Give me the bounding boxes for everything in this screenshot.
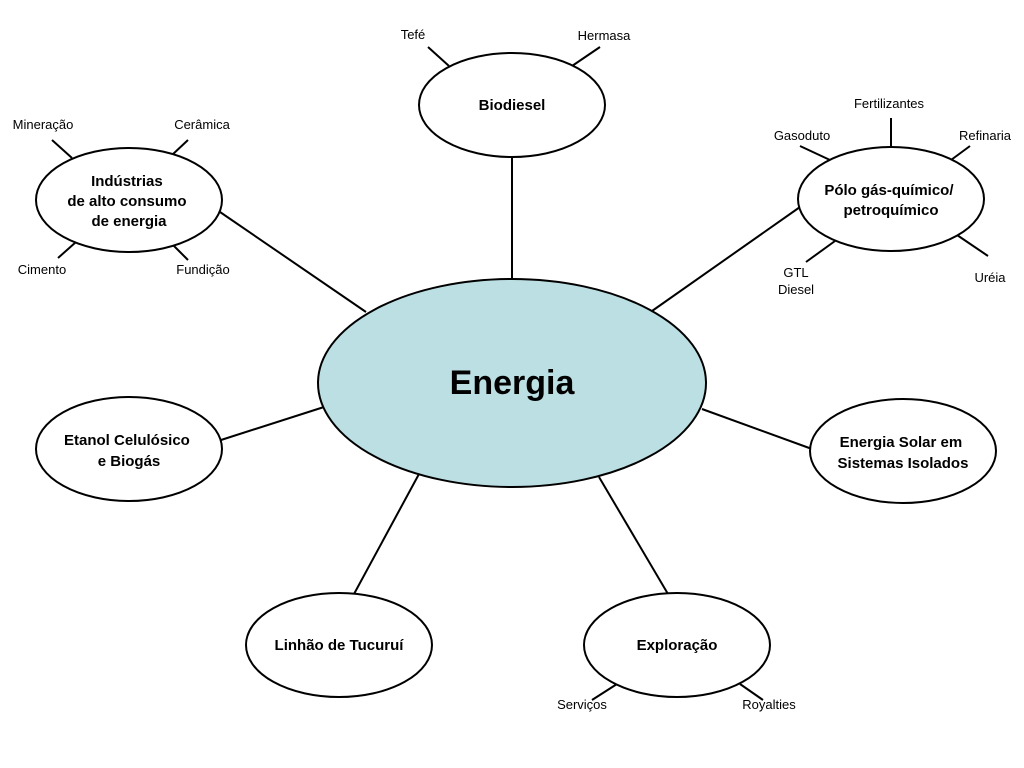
node-polo-line-1: Pólo gás-químico/ [824, 182, 954, 199]
node-biodiesel-label: Biodiesel [479, 97, 546, 114]
node-biodiesel-ellipse [418, 52, 606, 158]
spoke-mineracao [51, 139, 73, 159]
node-industrias-line-2: de alto consumo [67, 193, 186, 210]
node-solar-line-1: Energia Solar em [840, 434, 963, 451]
node-industrias: Indústrias de alto consumo de energia [35, 147, 223, 253]
spoke-hermasa [571, 46, 601, 67]
spoke-tefe [427, 46, 450, 67]
connector-polo [651, 206, 801, 312]
center-label: Energia [450, 364, 576, 402]
spoke-gtl [805, 240, 836, 263]
node-polo-line-2: petroquímico [843, 202, 938, 219]
node-exploracao-line-1: Exploração [637, 637, 718, 654]
node-exploracao-ellipse [583, 592, 771, 698]
connector-solar [701, 408, 813, 450]
node-industrias-line-1: Indústrias [91, 173, 163, 190]
spoke-ureia [956, 234, 989, 257]
node-solar-ellipse [809, 398, 997, 504]
spoke-ceramica [171, 139, 189, 156]
spoke-refinaria [950, 145, 971, 161]
node-etanol-line-1: Etanol Celulósico [64, 432, 190, 449]
spoke-gasoduto [799, 145, 831, 161]
node-solar: Energia Solar em Sistemas Isolados [809, 398, 997, 504]
node-linhao-label: Linhão de Tucuruí [275, 637, 405, 654]
node-exploracao: Exploração [583, 592, 771, 698]
spoke-fundicao [171, 243, 189, 261]
node-exploracao-label: Exploração [637, 637, 718, 654]
spoke-label-royalties: Royalties [742, 697, 796, 712]
node-industrias-line-3: de energia [91, 213, 167, 230]
spoke-servicos [591, 683, 618, 701]
connector-exploracao [598, 476, 669, 595]
node-polo: Pólo gás-químico/ petroquímico [797, 146, 985, 252]
spoke-labels: Tefé Hermasa Mineração Cerâmica Cimento … [13, 27, 1012, 712]
spoke-label-ureia: Uréia [974, 270, 1006, 285]
node-industrias-ellipse [35, 147, 223, 253]
spoke-royalties [739, 683, 764, 701]
spoke-label-servicos: Serviços [557, 697, 607, 712]
spoke-label-hermasa: Hermasa [578, 28, 632, 43]
node-etanol: Etanol Celulósico e Biogás [35, 396, 223, 502]
spoke-label-fundicao: Fundição [176, 262, 229, 277]
node-linhao: Linhão de Tucuruí [245, 592, 433, 698]
node-industrias-label: Indústrias de alto consumo de energia [67, 173, 190, 230]
node-etanol-line-2: e Biogás [98, 453, 161, 470]
connector-linhao [353, 473, 420, 595]
node-solar-line-2: Sistemas Isolados [838, 455, 969, 472]
node-linhao-line-1: Linhão de Tucuruí [275, 637, 405, 654]
node-solar-label: Energia Solar em Sistemas Isolados [838, 434, 969, 472]
connectors [219, 157, 813, 595]
spoke-label-gasoduto: Gasoduto [774, 128, 830, 143]
spoke-label-refinaria: Refinaria [959, 128, 1012, 143]
spoke-label-gtl: GTL [783, 265, 808, 280]
node-biodiesel: Biodiesel [418, 52, 606, 158]
spoke-label-mineracao: Mineração [13, 117, 74, 132]
node-etanol-label: Etanol Celulósico e Biogás [64, 432, 194, 470]
connector-industrias [219, 211, 367, 313]
node-polo-ellipse [797, 146, 985, 252]
center-node: Energia [317, 278, 707, 488]
connector-etanol [220, 406, 325, 441]
spokes [51, 46, 989, 701]
node-etanol-ellipse [35, 396, 223, 502]
spoke-label-fertilizantes: Fertilizantes [854, 96, 925, 111]
spoke-label-cimento: Cimento [18, 262, 66, 277]
spoke-label-diesel: Diesel [778, 282, 814, 297]
center-ellipse [317, 278, 707, 488]
spoke-cimento [57, 241, 77, 259]
spoke-label-ceramica: Cerâmica [174, 117, 230, 132]
node-biodiesel-line-1: Biodiesel [479, 97, 546, 114]
node-linhao-ellipse [245, 592, 433, 698]
spoke-label-tefe: Tefé [401, 27, 426, 42]
node-polo-label: Pólo gás-químico/ petroquímico [824, 182, 957, 219]
